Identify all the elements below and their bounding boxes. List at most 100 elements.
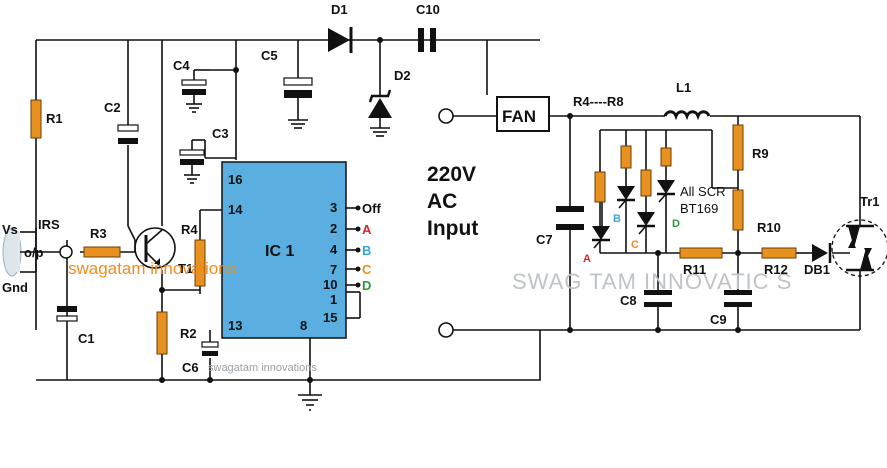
resistor-scr-1 (594, 171, 606, 203)
ic1-pin13: 13 (228, 318, 242, 333)
triac-tr1 (831, 200, 887, 296)
scr-d (657, 180, 675, 203)
ic1-pin7: 7 (330, 262, 337, 277)
resistor-r11 (679, 247, 723, 259)
label-r4: R4 (181, 222, 198, 237)
capacitor-c3 (179, 139, 206, 184)
ac-input-terminals (438, 40, 541, 381)
junction-dots-right (567, 113, 741, 333)
capacitor-c1 (56, 306, 78, 322)
label-r4-r8: R4----R8 (573, 94, 624, 109)
label-vs: Vs (2, 222, 18, 237)
ic1-pin16: 16 (228, 172, 242, 187)
out-label-off: Off (362, 201, 381, 216)
label-c4: C4 (173, 58, 190, 73)
scr-note-line2: BT169 (680, 201, 718, 216)
capacitor-c2 (117, 124, 139, 144)
ground-ic (298, 394, 322, 411)
resistor-scr-2 (620, 145, 632, 169)
label-r11: R11 (683, 262, 706, 277)
ic1-pin2: 2 (330, 221, 337, 236)
label-db1: DB1 (804, 262, 830, 277)
ic1-pin3: 3 (330, 200, 337, 215)
label-c3: C3 (212, 126, 229, 141)
scr-note-line1: All SCR (680, 184, 726, 199)
resistor-r1 (30, 99, 42, 139)
zener-d2 (368, 89, 392, 137)
junction-dots-left (159, 37, 383, 383)
ic1-output-pins (345, 205, 361, 288)
ac-input-line3: Input (427, 217, 478, 240)
fan-box (496, 96, 550, 132)
scr-c (637, 212, 655, 235)
label-c9: C9 (710, 312, 727, 327)
out-label-b: B (362, 243, 371, 258)
label-d2: D2 (394, 68, 411, 83)
label-l1: L1 (676, 80, 691, 95)
label-c8: C8 (620, 293, 637, 308)
ic1-pin15: 15 (323, 310, 337, 325)
ic1-pin8: 8 (300, 318, 307, 333)
out-label-a: A (362, 222, 372, 237)
label-r12: R12 (764, 262, 788, 277)
ic1-label: IC 1 (265, 243, 294, 260)
label-c2: C2 (104, 100, 121, 115)
fan-label: FAN (502, 107, 536, 126)
ir-sensor (2, 227, 73, 277)
scr-label-c: C (631, 239, 639, 251)
resistor-scr-3 (640, 169, 652, 197)
resistor-r4 (194, 239, 206, 287)
resistor-r12 (761, 247, 797, 259)
capacitor-c7 (556, 206, 584, 230)
capacitor-c4 (181, 69, 210, 113)
resistor-r10 (732, 189, 744, 231)
resistor-scr-4 (660, 147, 672, 167)
resistor-r3 (83, 246, 121, 258)
transistor-t1 (127, 225, 176, 269)
capacitor-c10 (418, 28, 436, 52)
capacitor-c9 (724, 290, 752, 307)
scr-b (617, 186, 635, 209)
ic1-pin14: 14 (228, 202, 243, 217)
label-r3: R3 (90, 226, 107, 241)
scr-label-a: A (583, 253, 591, 265)
inductor-l1 (663, 110, 711, 121)
capacitor-c5 (283, 77, 313, 129)
label-c10: C10 (416, 2, 440, 17)
ac-input-line1: 220V (427, 163, 476, 186)
ic1-pin4: 4 (330, 242, 338, 257)
label-r9: R9 (752, 146, 769, 161)
label-t1: T1 (178, 261, 193, 276)
out-label-d: D (362, 278, 371, 293)
label-r10: R10 (757, 220, 781, 235)
out-label-c: C (362, 262, 372, 277)
diode-d1 (328, 27, 353, 53)
watermark-orange: swagatam innovations (68, 259, 236, 278)
capacitor-c6 (201, 341, 219, 356)
diac-db1 (812, 243, 832, 263)
watermark-main: SWAG TAM INNOVATIC S (512, 269, 792, 294)
watermark-small: swagatam innovations (208, 362, 317, 374)
scr-label-d: D (672, 218, 680, 230)
capacitor-c8 (644, 290, 672, 307)
resistor-r9 (732, 124, 744, 171)
label-gnd: Gnd (2, 280, 28, 295)
label-tr1: Tr1 (860, 194, 880, 209)
label-c7: C7 (536, 232, 553, 247)
ic1-pin1: 1 (330, 292, 337, 307)
resistor-r2 (156, 311, 168, 355)
label-c5: C5 (261, 48, 278, 63)
ic1-pin10: 10 (323, 277, 337, 292)
label-d1: D1 (331, 2, 348, 17)
label-r1: R1 (46, 111, 63, 126)
scr-a (592, 226, 610, 249)
scr-label-b: B (613, 213, 621, 225)
right-wiring (540, 115, 861, 331)
ac-input-line2: AC (427, 190, 457, 213)
label-c6: C6 (182, 360, 199, 375)
label-irs: IRS (38, 217, 60, 232)
label-op: o/p (24, 245, 44, 260)
label-c1: C1 (78, 331, 95, 346)
label-r2: R2 (180, 326, 197, 341)
